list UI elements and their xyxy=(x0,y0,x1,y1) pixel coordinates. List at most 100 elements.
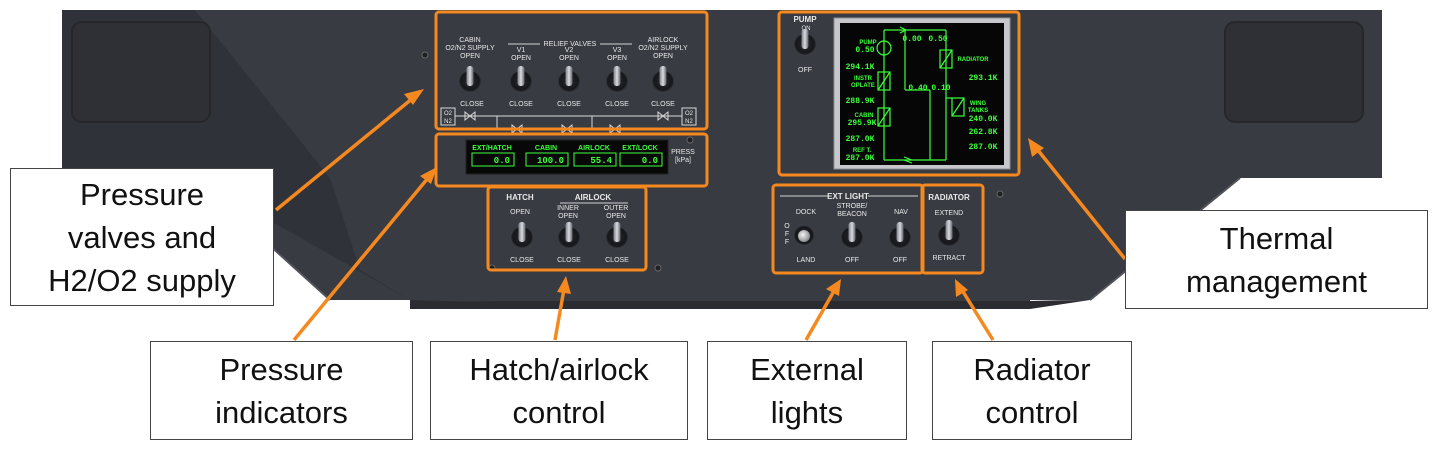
pressure-unit-label-2: [kPa] xyxy=(675,157,691,164)
gas-right-n2: N2 xyxy=(685,119,693,125)
highlight-hatch xyxy=(486,185,648,272)
pressure-value-ext-lock: 0.0 xyxy=(642,156,658,166)
callout-thermal-management: Thermal management xyxy=(1125,210,1428,309)
thermal-display: PUMP 0.50 0.00 0.50 294.1K INSTR OPLATE … xyxy=(833,17,1011,170)
inner-label: INNER xyxy=(557,205,579,212)
instr-label-1: INSTR xyxy=(854,76,873,82)
pressure-value-airlock: 55.4 xyxy=(590,156,612,166)
temp-left-5: 287.0K xyxy=(846,154,875,163)
callout-arrows xyxy=(274,89,1127,342)
temp-left-3: 295.9K xyxy=(848,119,877,128)
v1-close-label: CLOSE xyxy=(509,101,533,108)
left-wing-panel xyxy=(71,21,211,123)
screw xyxy=(421,51,429,59)
outer-open-label: OPEN xyxy=(606,213,626,220)
v2-close-label: CLOSE xyxy=(557,101,581,108)
arrow-thermal xyxy=(1028,138,1127,261)
v1-open-label: OPEN xyxy=(511,55,531,62)
outer-airlock-toggle[interactable] xyxy=(606,222,628,249)
nav-off-label: OFF xyxy=(893,257,907,264)
pressure-value-cabin: 100.0 xyxy=(537,156,564,166)
thermal-loop-schematic xyxy=(876,26,965,164)
callout-radiator-control: Radiator control xyxy=(932,341,1132,440)
temp-right-4: 287.0K xyxy=(969,143,998,152)
callout-hatch-airlock: Hatch/airlock control xyxy=(430,341,688,440)
cabin-supply-close-label: CLOSE xyxy=(460,101,484,108)
radiator-extend-label: EXTEND xyxy=(935,210,963,217)
radiator-retract-label: RETRACT xyxy=(932,255,966,262)
mid-flow-value-1: 0.40 xyxy=(908,84,927,93)
radiator-section: RADIATOR EXTEND RETRACT xyxy=(928,193,970,262)
cabin-supply-label-2: O2/N2 SUPPLY xyxy=(445,45,495,52)
arrow-pressure-valves xyxy=(274,89,424,212)
cabin-display-label: CABIN xyxy=(855,113,874,119)
pump-on-label: ON xyxy=(802,26,811,32)
cabin-supply-open-label: OPEN xyxy=(460,53,480,60)
right-wing-panel xyxy=(1224,21,1364,123)
v3-open-label: OPEN xyxy=(607,55,627,62)
callout-external-lights: External lights xyxy=(707,341,907,440)
radiator-toggle[interactable] xyxy=(938,220,960,247)
arrow-radiator xyxy=(955,279,995,341)
pressure-header-airlock: AIRLOCK xyxy=(578,145,610,152)
inner-open-label: OPEN xyxy=(558,213,578,220)
temp-left-4: 287.0K xyxy=(846,135,875,144)
cabin-supply-toggle[interactable] xyxy=(459,66,481,93)
temp-right-2: 240.0K xyxy=(969,115,998,124)
radiator-display-label: RADIATOR xyxy=(957,57,989,63)
dock-label: DOCK xyxy=(796,209,817,216)
dock-light-knob[interactable] xyxy=(794,226,814,246)
top-flow-value-1: 0.00 xyxy=(902,35,921,44)
hatch-open-label: OPEN xyxy=(510,209,530,216)
off-vertical-o: O xyxy=(784,223,790,230)
nav-light-toggle[interactable] xyxy=(889,222,911,249)
screw xyxy=(654,264,662,272)
pressure-value-ext-hatch: 0.0 xyxy=(494,156,510,166)
hatch-title: HATCH xyxy=(506,193,534,202)
airlock-title: AIRLOCK xyxy=(575,193,612,202)
v2-toggle[interactable] xyxy=(558,66,580,93)
pump-title: PUMP xyxy=(793,15,817,24)
highlight-relief-valves xyxy=(434,10,709,131)
pressure-header-ext-lock: EXT/LOCK xyxy=(622,145,657,152)
v1-label: V1 xyxy=(517,47,526,54)
highlight-boxes xyxy=(434,10,1021,275)
temp-left-1: 294.1K xyxy=(846,63,875,72)
inner-airlock-toggle[interactable] xyxy=(558,222,580,249)
outer-close-label: CLOSE xyxy=(605,257,629,264)
inner-close-label: CLOSE xyxy=(557,257,581,264)
strobe-beacon-toggle[interactable] xyxy=(841,222,863,249)
arrow-external-lights xyxy=(804,279,841,341)
hatch-close-label: CLOSE xyxy=(510,257,534,264)
airlock-supply-open-label: OPEN xyxy=(653,53,673,60)
airlock-supply-toggle[interactable] xyxy=(652,66,674,93)
airlock-supply-label-2: O2/N2 SUPPLY xyxy=(638,45,688,52)
mid-flow-value-2: 0.10 xyxy=(931,84,950,93)
cabin-supply-label-1: CABIN xyxy=(459,37,480,44)
arrow-hatch-airlock xyxy=(553,276,571,341)
pump-off-label: OFF xyxy=(798,67,812,74)
v1-toggle[interactable] xyxy=(510,66,532,93)
highlight-radiator xyxy=(920,183,985,275)
nav-label: NAV xyxy=(894,209,908,216)
arrow-pressure-indicators xyxy=(292,167,437,342)
v3-close-label: CLOSE xyxy=(605,101,629,108)
pressure-header-cabin: CABIN xyxy=(535,145,557,152)
v3-label: V3 xyxy=(613,47,622,54)
external-lights-section: EXT LIGHT DOCK STROBE/ BEACON NAV O F F … xyxy=(780,192,918,264)
hatch-toggle[interactable] xyxy=(511,222,533,249)
pump-toggle[interactable] xyxy=(794,29,816,56)
land-label: LAND xyxy=(797,257,816,264)
off-vertical-f1: F xyxy=(785,231,789,238)
strobe-label-1: STROBE/ xyxy=(837,203,868,210)
gas-left-n2: N2 xyxy=(444,119,452,125)
top-flow-value-2: 0.50 xyxy=(928,35,947,44)
temp-left-2: 288.9K xyxy=(846,97,875,106)
pressure-unit-label-1: PRESS xyxy=(671,149,695,156)
v2-label: V2 xyxy=(565,47,574,54)
off-vertical-f2: F xyxy=(785,239,789,246)
strobe-label-2: BEACON xyxy=(837,211,867,218)
v3-toggle[interactable] xyxy=(606,66,628,93)
screw xyxy=(686,136,694,144)
highlight-thermal xyxy=(777,10,1021,177)
